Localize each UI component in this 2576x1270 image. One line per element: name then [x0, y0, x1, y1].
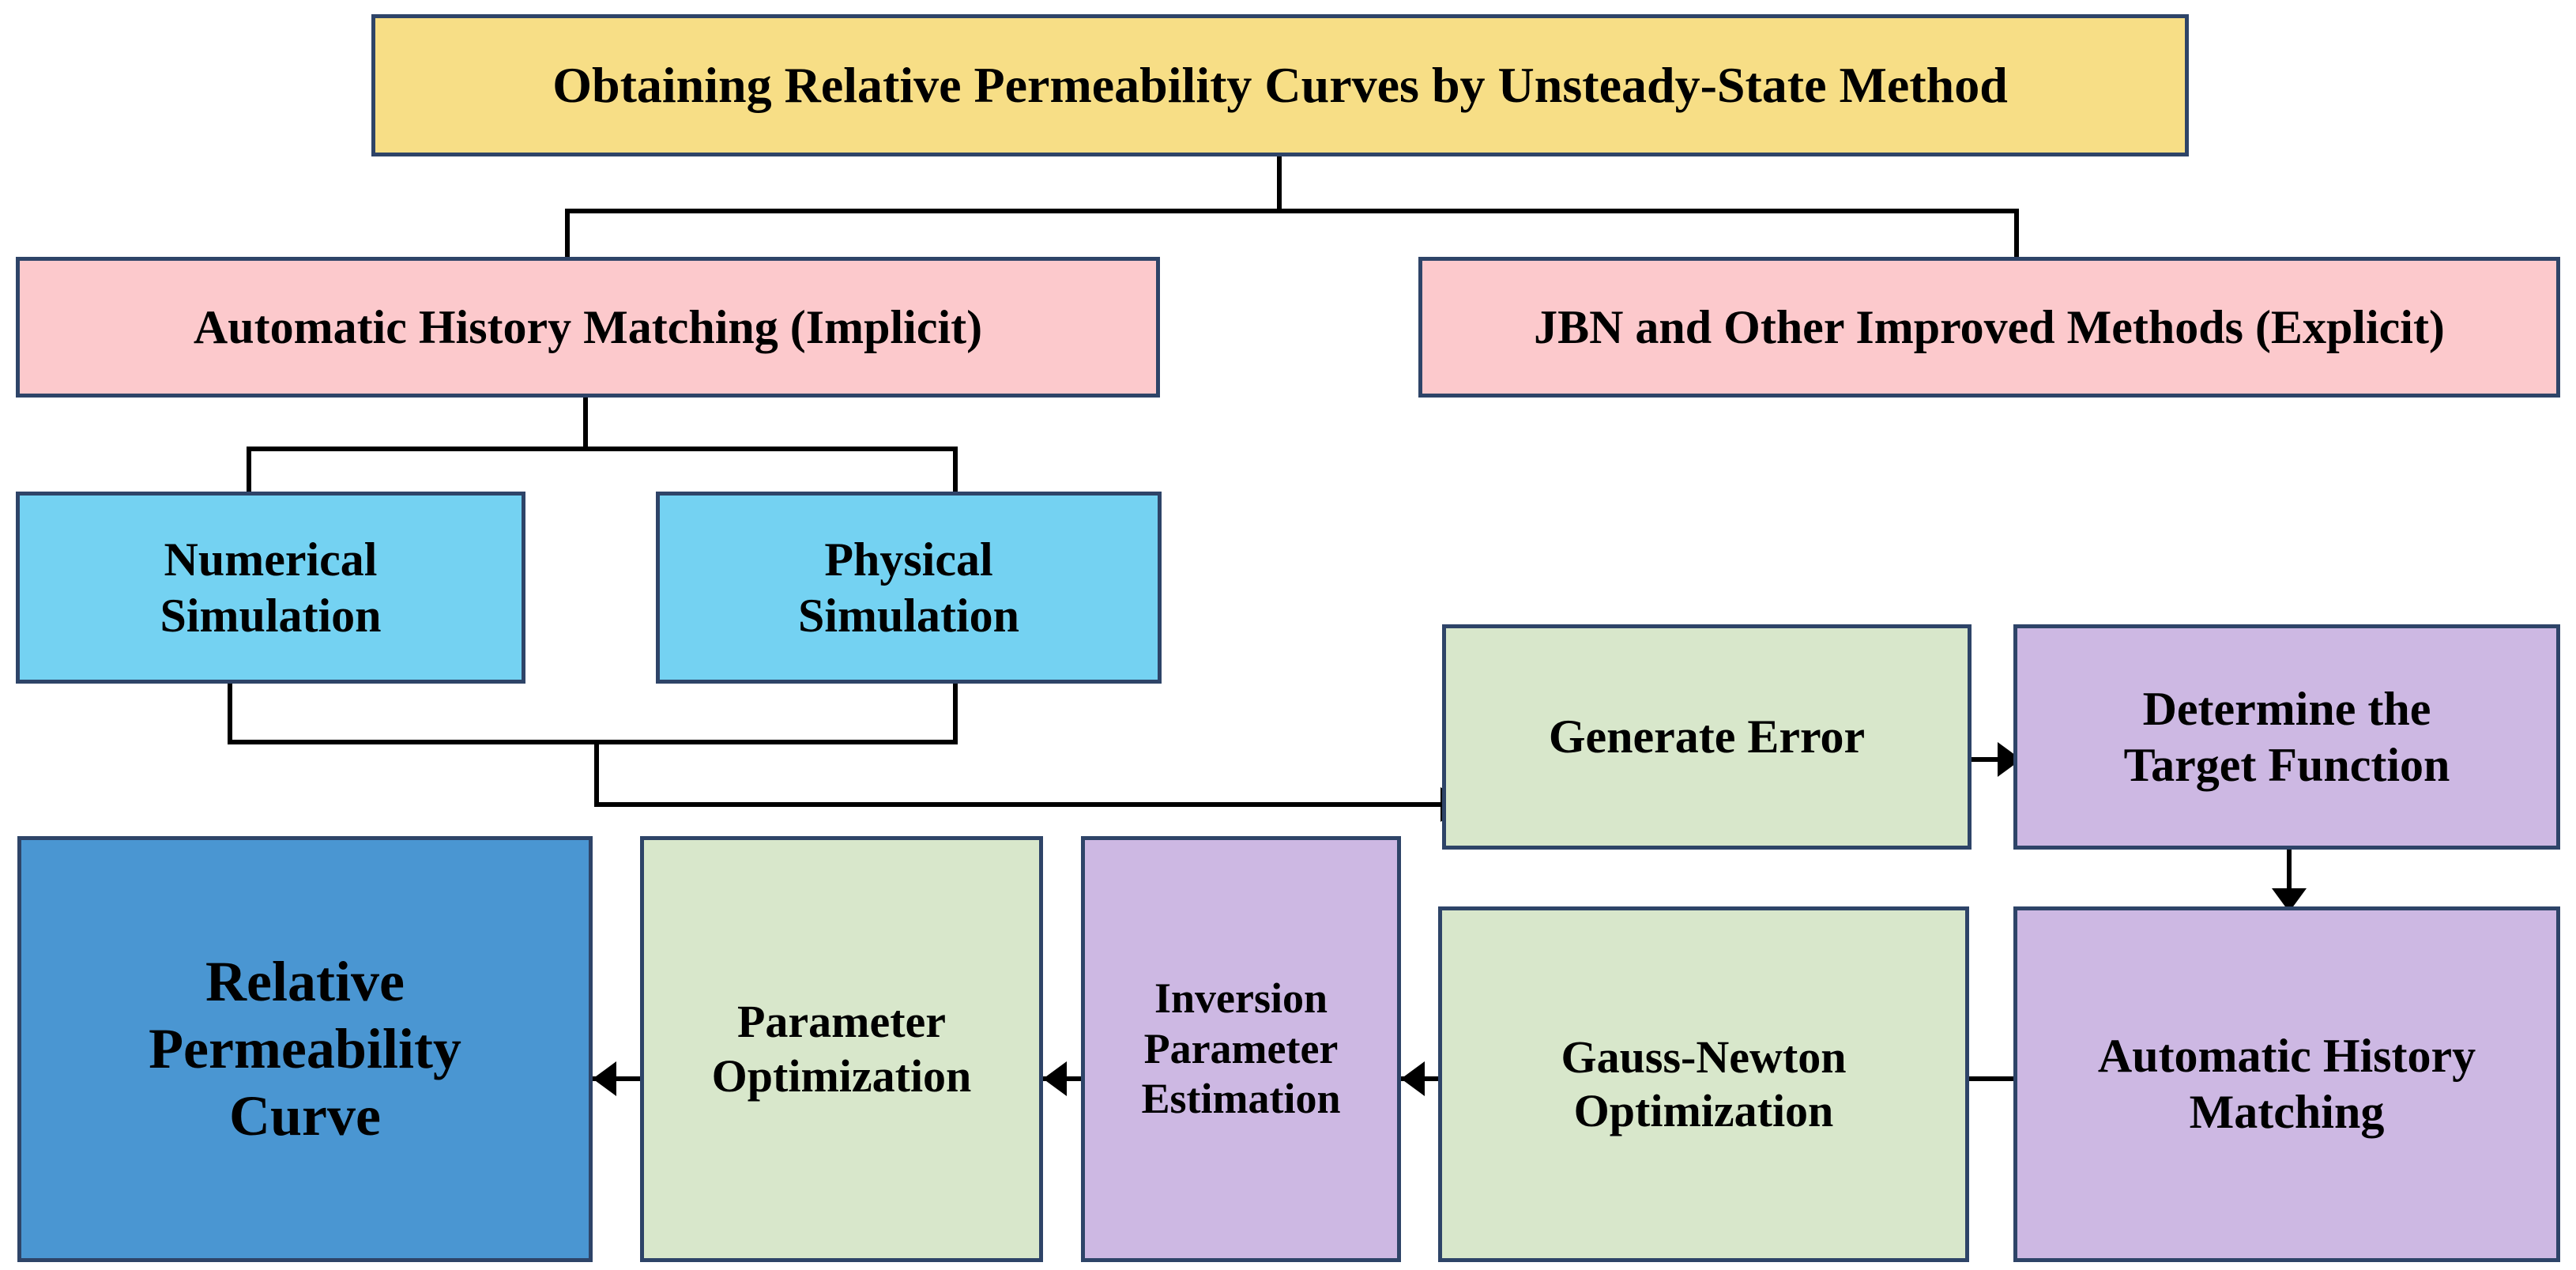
- node-physical-label: Physical Simulation: [797, 533, 1020, 642]
- connector-root-to-implicit: [565, 209, 570, 258]
- connector-target-to-history: [2287, 850, 2292, 906]
- connector-simulation-merge-bar: [228, 740, 958, 744]
- connector-generate-error-to-target: [1971, 757, 2002, 762]
- connector-implicit-to-physical: [953, 447, 958, 496]
- node-determine-target-function[interactable]: Determine the Target Function: [2013, 624, 2560, 850]
- node-generate-error-label: Generate Error: [1548, 710, 1866, 763]
- node-history-matching-label: Automatic History Matching: [2097, 1030, 2476, 1138]
- connector-root-to-explicit: [2014, 209, 2019, 258]
- connector-merge-to-generate-error: [594, 802, 1444, 807]
- node-automatic-history-matching[interactable]: Automatic History Matching: [2013, 906, 2560, 1262]
- node-result-label: Relative Permeability Curve: [149, 950, 461, 1148]
- connector-physical-down: [953, 681, 958, 743]
- node-target-function-label: Determine the Target Function: [2123, 682, 2450, 791]
- node-inversion-param-label: Inversion Parameter Estimation: [1141, 974, 1341, 1123]
- node-gauss-newton-label: Gauss-Newton Optimization: [1561, 1031, 1847, 1136]
- connector-inversion-to-param-opt: [1043, 1076, 1116, 1081]
- node-jbn-improved-methods-explicit[interactable]: JBN and Other Improved Methods (Explicit…: [1418, 257, 2560, 398]
- node-numerical-simulation[interactable]: Numerical Simulation: [16, 492, 525, 684]
- connector-param-opt-to-result: [593, 1076, 665, 1081]
- connector-gauss-to-inversion: [1401, 1076, 1474, 1081]
- node-title[interactable]: Obtaining Relative Permeability Curves b…: [371, 14, 2189, 156]
- connector-root-stem: [1277, 154, 1282, 211]
- arrowhead-to-param-optimization: [1043, 1061, 1067, 1096]
- node-implicit-label: Automatic History Matching (Implicit): [193, 300, 983, 353]
- node-automatic-history-matching-implicit[interactable]: Automatic History Matching (Implicit): [16, 257, 1160, 398]
- connector-history-to-gauss: [1945, 1076, 2017, 1081]
- node-gauss-newton-optimization[interactable]: Gauss-Newton Optimization: [1438, 906, 1969, 1262]
- node-explicit-label: JBN and Other Improved Methods (Explicit…: [1534, 300, 2445, 353]
- node-relative-permeability-curve[interactable]: Relative Permeability Curve: [17, 836, 593, 1262]
- node-title-label: Obtaining Relative Permeability Curves b…: [552, 57, 2008, 114]
- connector-numerical-down: [228, 681, 232, 743]
- connector-implicit-stem: [583, 395, 588, 449]
- node-numerical-label: Numerical Simulation: [160, 533, 382, 642]
- connector-merge-down: [594, 740, 599, 806]
- connector-implicit-split-bar: [247, 447, 958, 451]
- connector-implicit-to-numerical: [247, 447, 251, 496]
- node-inversion-parameter-estimation[interactable]: Inversion Parameter Estimation: [1081, 836, 1401, 1262]
- arrowhead-to-inversion-param: [1401, 1061, 1425, 1096]
- node-parameter-optimization[interactable]: Parameter Optimization: [640, 836, 1043, 1262]
- connector-root-split-bar: [565, 209, 2019, 213]
- arrowhead-to-result: [593, 1061, 616, 1096]
- node-generate-error[interactable]: Generate Error: [1442, 624, 1972, 850]
- node-physical-simulation[interactable]: Physical Simulation: [656, 492, 1162, 684]
- node-param-optimization-label: Parameter Optimization: [711, 996, 972, 1102]
